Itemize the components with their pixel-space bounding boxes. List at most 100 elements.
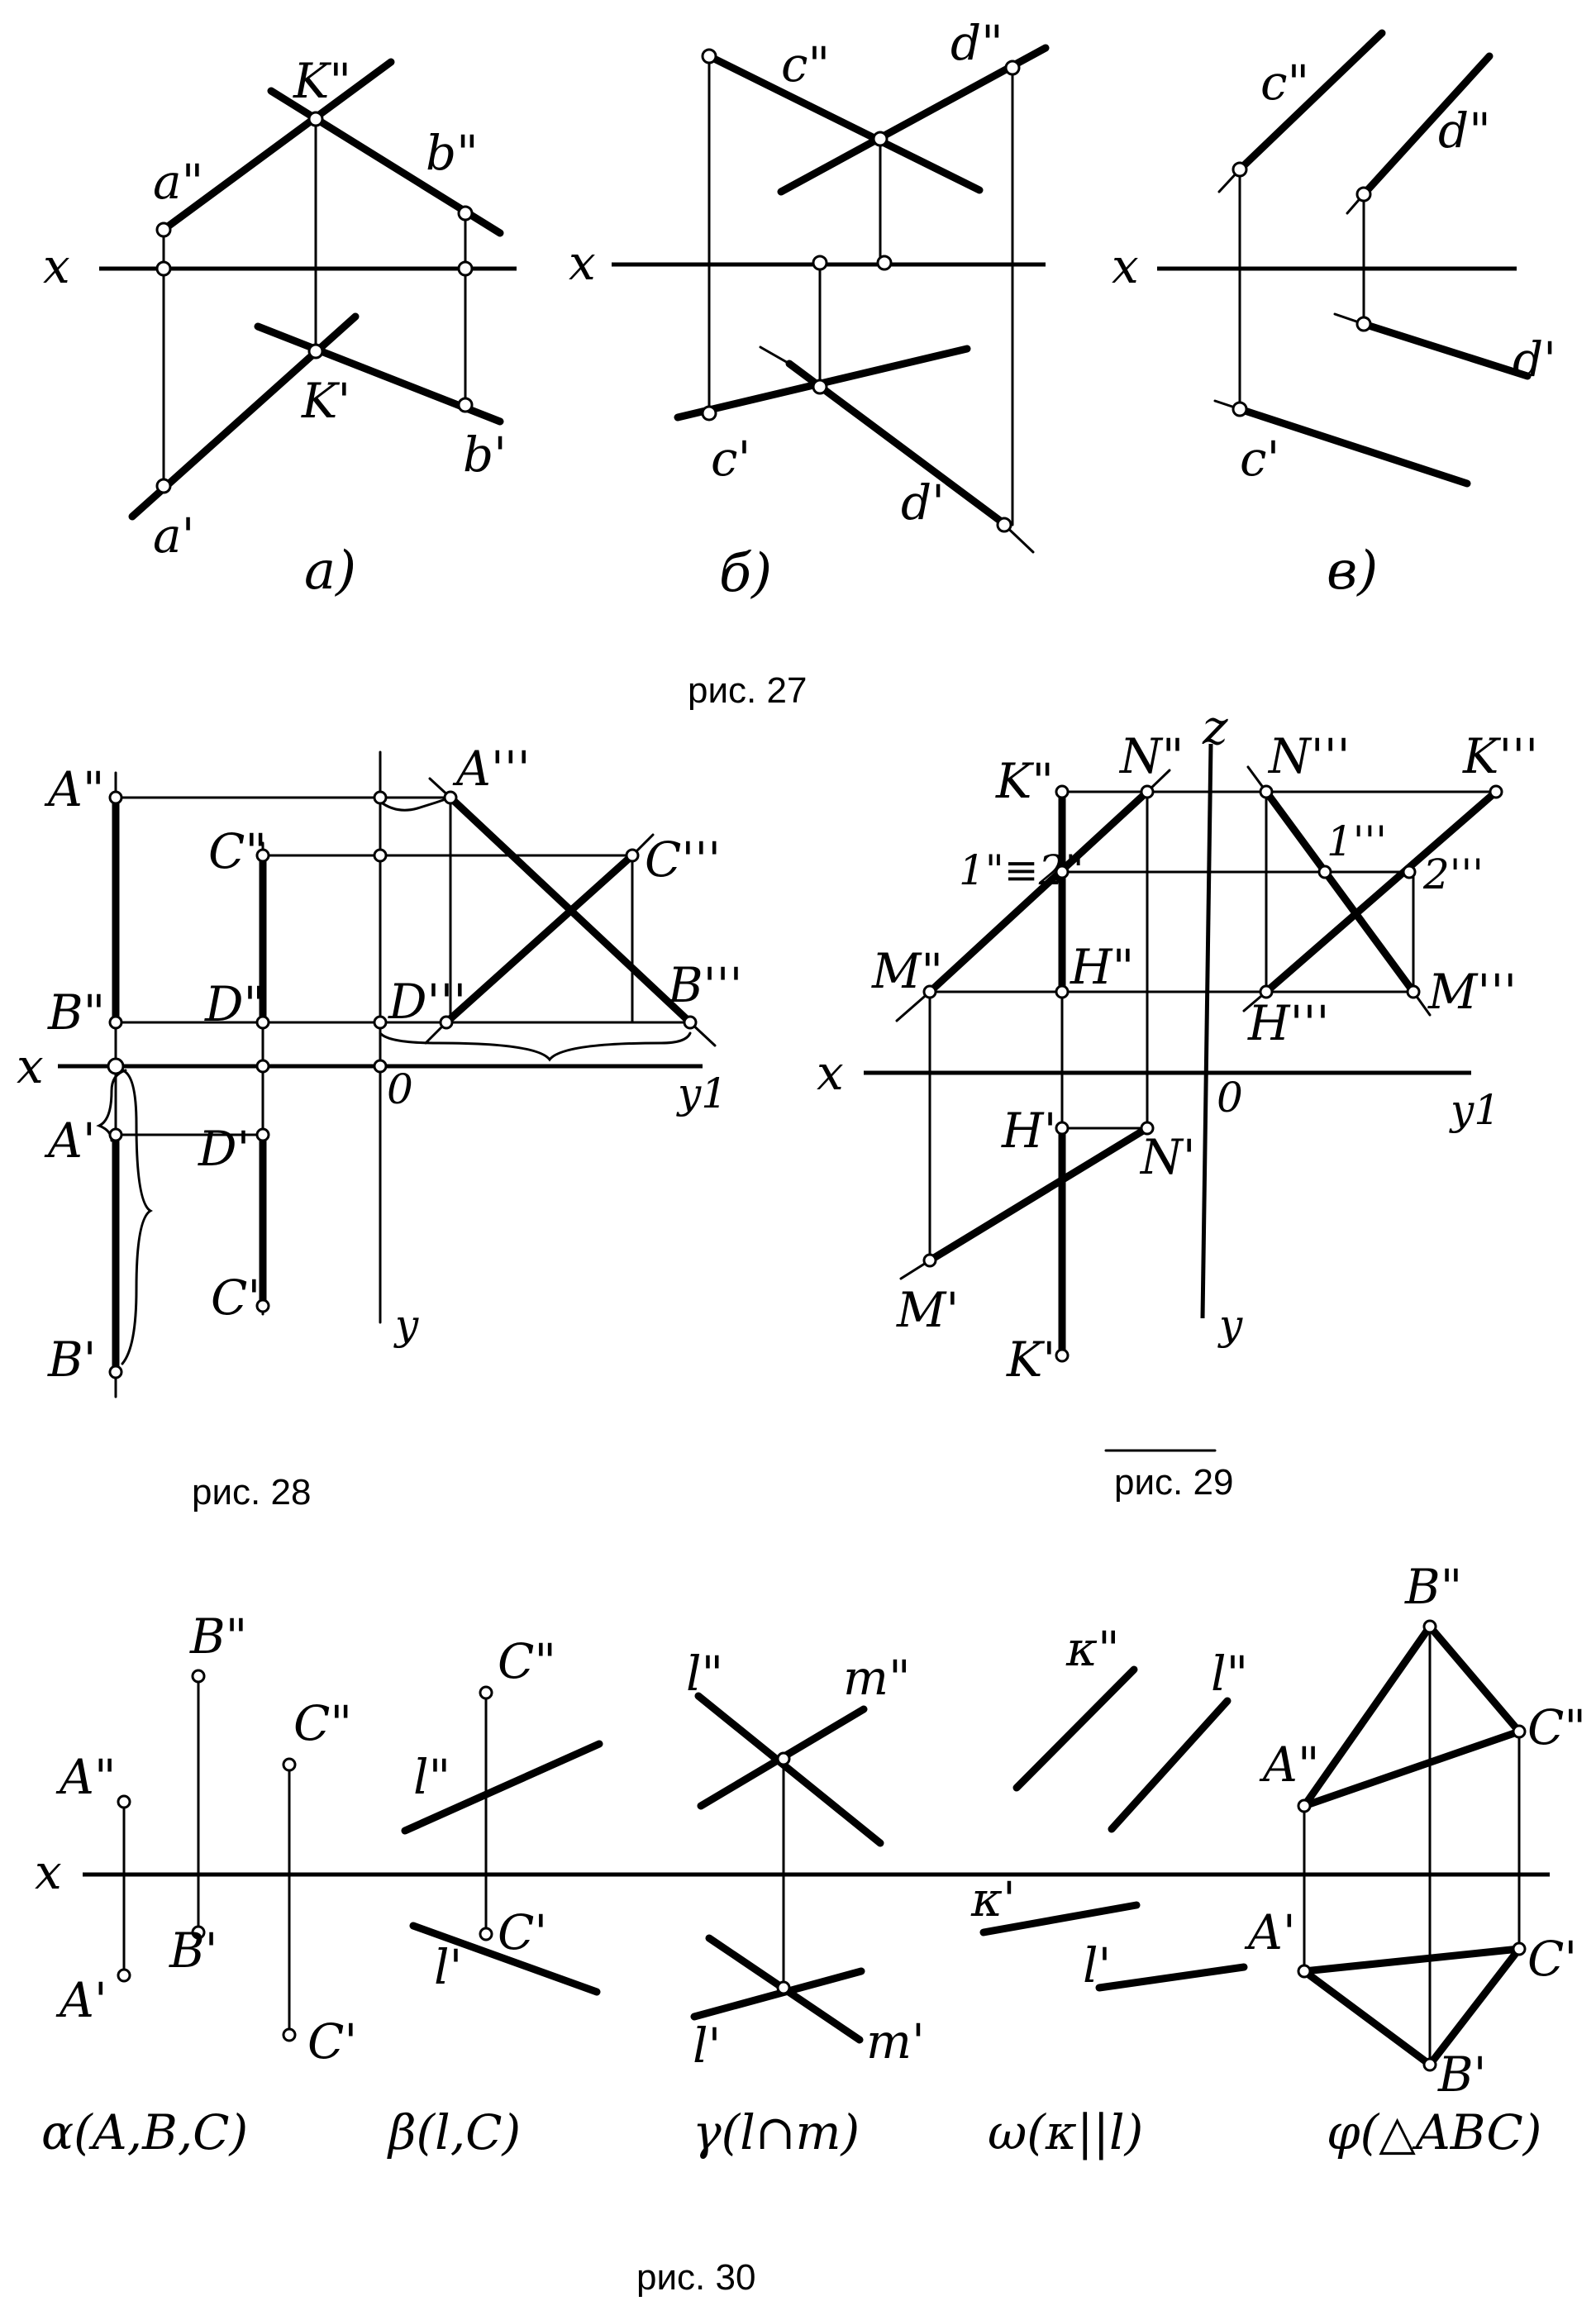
point-int-horizontal: [776, 1980, 791, 1995]
edge-ab-horizontal: [1300, 1967, 1434, 2069]
point-23: [1402, 865, 1417, 879]
fig27-c: x c" d" d' c' в): [1112, 29, 1556, 602]
line-l-frontal: [401, 1740, 603, 1835]
point-m1: [922, 1253, 937, 1268]
label-d1: d': [901, 474, 945, 531]
label-c2: C": [498, 1633, 556, 1689]
edge-bc-frontal: [1426, 1622, 1523, 1736]
label-k2: K": [995, 753, 1054, 809]
label-c1: C': [211, 1270, 260, 1326]
point-b1: [1422, 2057, 1437, 2072]
line-c-frontal: [705, 52, 984, 194]
label-l2: l": [413, 1749, 450, 1805]
caption-fig27: рис. 27: [688, 670, 807, 711]
label-b1: B': [169, 1922, 218, 1979]
point-d3: [439, 1015, 454, 1030]
segment-mn-frontal: [926, 788, 1151, 996]
point-c2: [282, 1757, 297, 1772]
point-13: [1317, 865, 1332, 879]
label-l1: l': [434, 1939, 463, 1995]
label-a2: A": [44, 761, 105, 817]
brace-a-horizontal: [96, 1069, 127, 1142]
label-c1: C': [307, 2013, 357, 2070]
point-c2: [701, 48, 717, 64]
label-k1: K': [301, 373, 350, 429]
point-c2: [1232, 161, 1248, 178]
plane-alpha: A" B" C" A' B' C' α(A,B,C): [41, 1608, 357, 2160]
fig27-a: x a" K" b" K' b' a' а): [43, 53, 517, 602]
point-d1: [1355, 316, 1372, 332]
caption-fig30: рис. 30: [636, 2257, 755, 2298]
segment-mn-horizontal: [926, 1124, 1151, 1265]
z-axis-label: z: [1202, 699, 1228, 755]
line-d-horizontal-ext: [759, 345, 791, 365]
label-l2: l": [686, 1646, 723, 1702]
x-axis-label: x: [817, 1045, 844, 1101]
point-b0: [457, 260, 474, 277]
point-a1: [108, 1127, 123, 1142]
label-23: 2''': [1422, 850, 1484, 898]
label-c2: C": [208, 823, 267, 879]
caption-fig29: рис. 29: [1114, 1462, 1233, 1503]
label-m3: M''': [1427, 964, 1517, 1020]
edge-ac-frontal: [1300, 1727, 1523, 1810]
label-c1: C': [498, 1904, 547, 1960]
point-m2: [922, 984, 937, 999]
label-a1: A': [1244, 1904, 1296, 1960]
label-c3: C''': [645, 831, 721, 888]
fig28: x 0 y1 y: [17, 741, 742, 1398]
label-l2: l": [1211, 1646, 1248, 1702]
brace-b-horizontal: [121, 1069, 153, 1365]
label-c1: C': [1527, 1931, 1577, 1987]
point-a1: [117, 1968, 131, 1983]
point-12: [1055, 865, 1070, 879]
label-a1: a': [153, 507, 195, 564]
point-n1: [1140, 1121, 1155, 1136]
label-k2: κ": [1065, 1621, 1120, 1677]
point-a1: [155, 478, 172, 494]
point-b2: [1422, 1619, 1437, 1634]
label-d1: D': [198, 1121, 250, 1177]
point-n3: [1259, 784, 1274, 799]
label-b1: B': [47, 1331, 97, 1388]
label-m1: M': [896, 1282, 959, 1338]
point-front-intersection: [872, 131, 889, 147]
label-n1: N': [1139, 1129, 1196, 1185]
label-c1: c': [711, 431, 750, 487]
label-l1: l': [1083, 1937, 1112, 1994]
line-ab-frontal: [157, 58, 395, 236]
point-a2: [117, 1794, 131, 1809]
point-k3: [1489, 784, 1503, 799]
label-b1: B': [1437, 2046, 1487, 2103]
segment-mn-profile: [1262, 788, 1417, 996]
point-n2: [1140, 784, 1155, 799]
point-c1: [255, 1298, 270, 1313]
line-d-frontal: [777, 44, 1050, 196]
point-c1: [701, 405, 717, 422]
point-m3: [1406, 984, 1421, 999]
label-a3: A''': [452, 741, 531, 797]
point-b1: [191, 1925, 206, 1940]
plane-name: φ(△ABC): [1327, 2104, 1541, 2160]
point-a1: [1297, 1964, 1312, 1979]
label-b2: B": [1404, 1559, 1462, 1615]
point-a2: [1297, 1798, 1312, 1813]
edge-bc-horizontal: [1426, 1945, 1523, 2069]
label-c1: c': [1240, 431, 1279, 487]
point-c2: [479, 1685, 493, 1700]
label-c2: C": [1527, 1699, 1586, 1755]
point-k2: [307, 111, 324, 127]
label-m2: m": [843, 1650, 911, 1706]
label-b3: B''': [667, 957, 742, 1013]
line-k-horizontal: [979, 1901, 1141, 1937]
x-axis-label: x: [569, 235, 596, 291]
segment-mn-frontal-ext1: [895, 990, 931, 1022]
line-c-frontal: [1236, 29, 1386, 174]
point-c3: [625, 848, 640, 863]
point-b1: [457, 397, 474, 413]
label-b2: B": [189, 1608, 247, 1665]
segment-cd-profile: [442, 851, 636, 1027]
point-d1: [996, 517, 1012, 533]
plane-name: β(l,C): [387, 2104, 521, 2160]
